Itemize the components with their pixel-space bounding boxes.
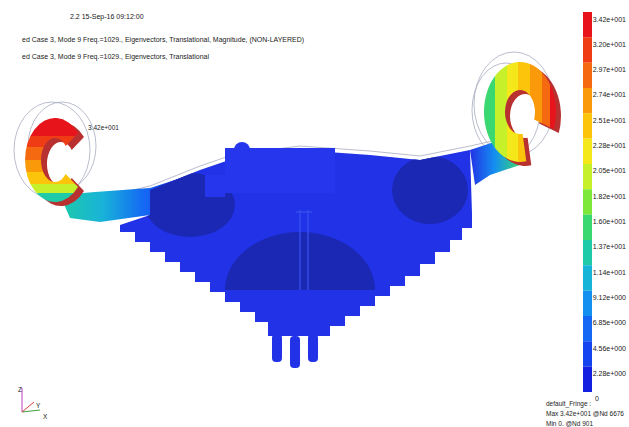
peak-value: 3.42e+001 [88,124,119,131]
fringe-value-box: 1.60e+001 [593,210,626,228]
left-ring [20,110,90,213]
result-header: ed Case 3, Mode 9 Freq.=1029., Eigenvect… [22,36,304,43]
fringe-value-box: 2.05e+001 [593,159,626,177]
fringe-value: 2.74e+001 [593,91,626,98]
fringe-value-box: 2.28e+000 [593,362,626,380]
min-note-box: Min 0. @Nd 901 [546,412,593,427]
fringe-value: 1.14e+001 [593,269,626,276]
fringe-value-box: 2.74e+001 [593,83,626,101]
fringe-value: 9.12e+000 [593,294,626,301]
min-note: Min 0. @Nd 901 [546,420,593,427]
fringe-value-box: 2.97e+001 [593,58,626,76]
max-note: Max 3.42e+001 @Nd 6676 [546,410,624,417]
right-ring [478,55,562,170]
fringe-value: 6.85e+000 [593,319,626,326]
undeformed-outline [14,52,554,214]
max-note-box: Max 3.42e+001 @Nd 6676 [546,402,624,420]
axis-label-box: X [43,405,47,423]
fringe-colorbar [583,12,592,392]
peak-value-box: 3.42e+001 [88,116,119,134]
fringe-value: 1.37e+001 [593,243,626,250]
fringe-value-box: 6.85e+000 [593,311,626,329]
fringe-value: 2.97e+001 [593,66,626,73]
fringe-title-box: default_Fringe : [546,392,591,410]
fringe-value-box: 1.37e+001 [593,235,626,253]
fringe-value: 2.28e+000 [593,370,626,377]
result-header: ed Case 3, Mode 9 Freq.=1029., Eigenvect… [22,53,209,60]
result-header-box: ed Case 3, Mode 9 Freq.=1029., Eigenvect… [22,45,209,63]
bracket-body [120,142,472,368]
fringe-value-box: 2.51e+001 [593,109,626,127]
timestamp-text-box: 2.2 15-Sep-16 09:12:00 [70,5,144,23]
fringe-value: 3.42e+001 [593,16,626,23]
fringe-value: 2.05e+001 [593,167,626,174]
axis-triad [22,388,40,412]
axis-label: Z [18,386,22,393]
fringe-value-box: 3.20e+001 [593,33,626,51]
fringe-value-box: 3.42e+001 [593,8,626,26]
fringe-value: 4.56e+000 [593,345,626,352]
fringe-value: 2.51e+001 [593,117,626,124]
result-header-box: ed Case 3, Mode 9 Freq.=1029., Eigenvect… [22,28,304,46]
axis-label: X [43,413,47,420]
axis-label-box: Z [18,378,22,396]
fringe-value: 2.28e+001 [593,142,626,149]
fringe-value-box: 4.56e+000 [593,337,626,355]
fringe-value-box: 2.28e+001 [593,134,626,152]
timestamp-text: 2.2 15-Sep-16 09:12:00 [70,13,144,20]
fringe-value-box: 1.82e+001 [593,185,626,203]
fringe-value: 1.60e+001 [593,218,626,225]
fringe-value: 3.20e+001 [593,41,626,48]
fringe-value-box: 9.12e+000 [593,286,626,304]
fringe-value-box: 0 [595,387,599,405]
fringe-value: 0 [595,395,599,402]
fringe-value: 1.82e+001 [593,193,626,200]
axis-label: Y [36,402,40,409]
fringe-title: default_Fringe : [546,400,591,407]
axis-label-box: Y [36,394,40,412]
fringe-value-box: 1.14e+001 [593,261,626,279]
